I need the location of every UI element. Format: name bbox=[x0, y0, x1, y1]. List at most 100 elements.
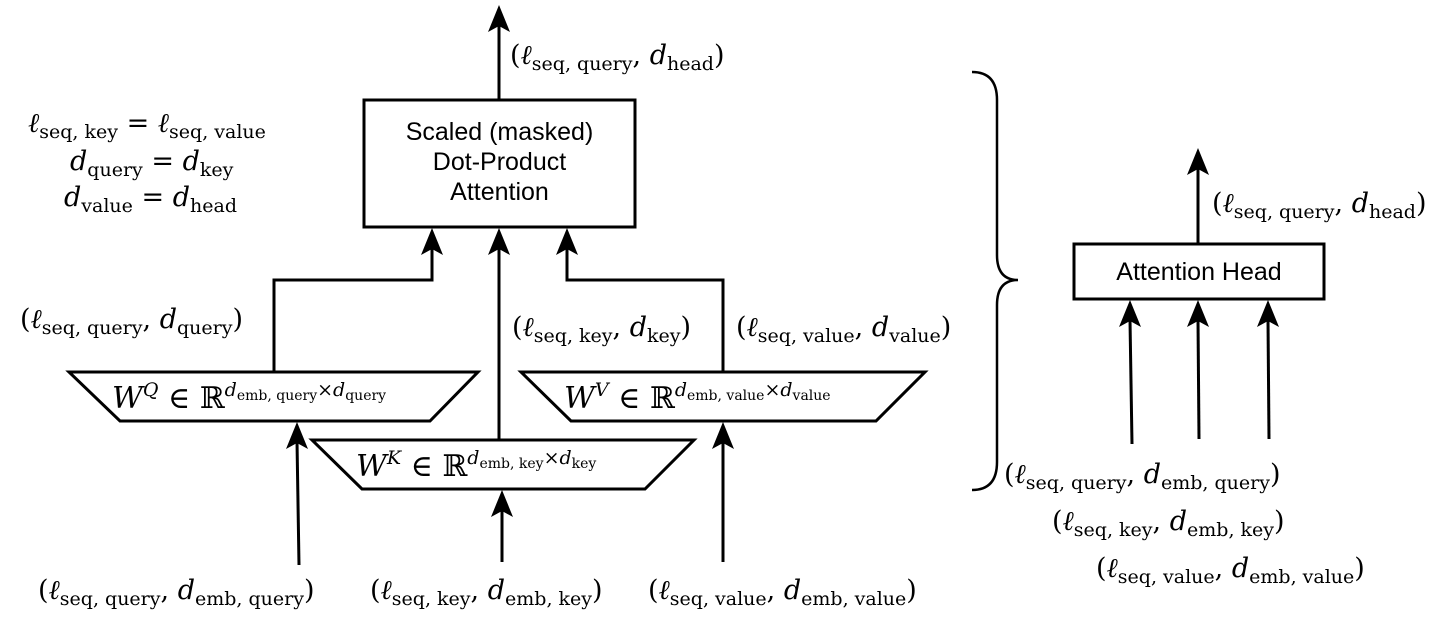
comma: , bbox=[160, 575, 170, 606]
sdpa-label-line3: Attention bbox=[450, 178, 549, 206]
comma: , bbox=[1126, 459, 1136, 490]
ell-symbol: ℓ bbox=[48, 575, 60, 606]
d-symbol: d bbox=[224, 379, 237, 401]
element-of-reals: ∈ ℝ bbox=[618, 381, 675, 416]
subscript: value bbox=[889, 325, 941, 347]
paren: ) bbox=[713, 40, 725, 71]
ell-symbol: ℓ bbox=[380, 575, 392, 606]
sdpa-output-arrow bbox=[488, 5, 510, 100]
grouping-brace bbox=[971, 70, 1019, 492]
d-symbol: d bbox=[70, 146, 88, 177]
subscript: head bbox=[666, 53, 714, 75]
paren: ( bbox=[736, 312, 747, 343]
d-symbol: d bbox=[559, 447, 572, 469]
d-symbol: d bbox=[64, 182, 82, 213]
wv-projection-label: WV ∈ ℝdemb, value×dvalue bbox=[564, 381, 831, 414]
subscript: emb, query bbox=[236, 388, 318, 404]
key-projection-output-shape: (ℓseq, key, dkey) bbox=[512, 314, 691, 346]
subscript: seq, key bbox=[391, 588, 471, 610]
subscript: emb, query bbox=[1160, 472, 1270, 494]
equals-sign: = bbox=[132, 182, 173, 213]
d-symbol: d bbox=[629, 312, 648, 343]
dimension-superscript: demb, query×dquery bbox=[224, 379, 386, 404]
paren: ( bbox=[1212, 188, 1223, 219]
comma: , bbox=[1152, 506, 1162, 537]
paren: ) bbox=[1354, 553, 1365, 584]
subscript: query bbox=[87, 159, 143, 181]
d-symbol: d bbox=[487, 575, 506, 606]
d-symbol: d bbox=[159, 304, 177, 335]
subscript: seq, key bbox=[39, 121, 118, 143]
d-symbol: d bbox=[182, 146, 200, 177]
attention-head-value-input-arrow bbox=[1257, 300, 1279, 440]
paren: ) bbox=[232, 304, 243, 335]
subscript: head bbox=[190, 195, 237, 217]
ell-symbol: ℓ bbox=[1062, 506, 1074, 537]
paren: ( bbox=[510, 40, 521, 71]
dimension-superscript: demb, key×dkey bbox=[467, 447, 596, 472]
subscript: seq, query bbox=[59, 588, 161, 610]
wk-projection-label: WK ∈ ℝdemb, key×dkey bbox=[356, 449, 596, 482]
subscript: seq, query bbox=[41, 317, 143, 339]
paren: ( bbox=[370, 575, 381, 606]
paren: ) bbox=[680, 312, 692, 343]
attention-head-box bbox=[1072, 242, 1326, 301]
ell-symbol: ℓ bbox=[30, 304, 42, 335]
subscript: value bbox=[81, 195, 133, 217]
key-input-arrow bbox=[491, 490, 513, 562]
equals-sign: = bbox=[117, 108, 158, 139]
subscript: emb, value bbox=[1249, 566, 1355, 588]
ell-symbol: ℓ bbox=[1014, 459, 1026, 490]
d-symbol: d bbox=[871, 312, 890, 343]
paren: ( bbox=[1052, 506, 1063, 537]
attention-head-key-input-arrow bbox=[1187, 300, 1209, 440]
weight-symbol: W bbox=[112, 381, 143, 416]
subscript: head bbox=[1368, 201, 1416, 223]
subscript: emb, query bbox=[194, 588, 304, 610]
weight-symbol: W bbox=[564, 381, 595, 416]
sdpa-label-line1: Scaled (masked) bbox=[405, 118, 594, 146]
weight-superscript: Q bbox=[142, 379, 159, 401]
attention-head-value-input-shape: (ℓseq, value, demb, value) bbox=[1096, 555, 1365, 587]
subscript: emb, value bbox=[686, 388, 765, 404]
times-symbol: × bbox=[543, 447, 560, 469]
value-projection-output-shape: (ℓseq, value, dvalue) bbox=[736, 314, 951, 346]
subscript: seq, value bbox=[757, 325, 855, 347]
subscript: seq, key bbox=[533, 325, 613, 347]
comma: , bbox=[1334, 188, 1344, 219]
d-symbol: d bbox=[1351, 188, 1369, 219]
attention-head-key-input-shape: (ℓseq, key, demb, key) bbox=[1052, 508, 1285, 540]
paren: ) bbox=[303, 575, 315, 606]
paren: ) bbox=[906, 575, 917, 606]
ell-symbol: ℓ bbox=[157, 108, 170, 139]
paren: ( bbox=[648, 575, 659, 606]
paren: ) bbox=[1274, 506, 1285, 537]
subscript: emb, value bbox=[801, 588, 907, 610]
sdpa-output-shape: (ℓseq, query, dhead) bbox=[510, 42, 725, 74]
subscript: query bbox=[176, 317, 233, 339]
sdpa-label-line2: Dot-Product bbox=[432, 148, 567, 176]
wq-projection-label: WQ ∈ ℝdemb, query×dquery bbox=[112, 381, 386, 414]
d-symbol: d bbox=[780, 379, 793, 401]
element-of-reals: ∈ ℝ bbox=[167, 381, 225, 416]
attention-head-output-arrow bbox=[1187, 148, 1209, 244]
ell-symbol: ℓ bbox=[1106, 553, 1118, 584]
query-to-sdpa-arrow bbox=[272, 228, 443, 372]
times-symbol: × bbox=[317, 379, 334, 401]
value-input-arrow bbox=[712, 422, 734, 562]
dimension-superscript: demb, value×dvalue bbox=[675, 379, 831, 404]
d-symbol: d bbox=[172, 182, 191, 213]
d-symbol: d bbox=[333, 379, 346, 401]
ell-symbol: ℓ bbox=[1222, 188, 1234, 219]
paren: ) bbox=[940, 312, 952, 343]
comma: , bbox=[854, 312, 864, 343]
attention-head-query-input-shape: (ℓseq, query, demb, query) bbox=[1004, 461, 1281, 493]
subscript: seq, value bbox=[669, 588, 767, 610]
query-input-arrow bbox=[286, 422, 308, 566]
subscript: key bbox=[199, 159, 234, 181]
sdpa-box bbox=[362, 98, 637, 229]
sdpa-box-label: Scaled (masked) Dot-Product Attention bbox=[364, 117, 635, 207]
attention-head-label: Attention Head bbox=[1116, 258, 1282, 286]
subscript: seq, key bbox=[1073, 519, 1153, 541]
